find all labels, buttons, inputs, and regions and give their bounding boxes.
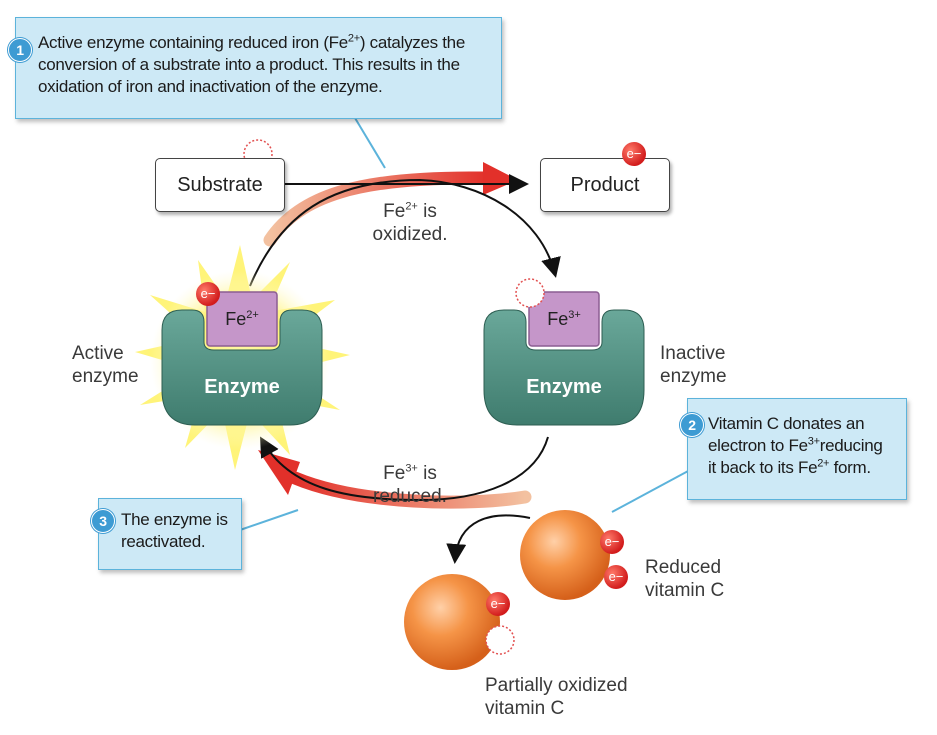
inactive-electron-vacancy <box>515 278 545 308</box>
vitamin-electron-vacancy <box>485 625 515 655</box>
cycle-arrow-top <box>249 178 561 287</box>
product-electron: e− <box>622 142 646 166</box>
step-3-badge: 3 <box>91 509 115 533</box>
active-enzyme-body <box>161 309 323 426</box>
oxidized-label: Fe2+ is oxidized. <box>372 200 448 245</box>
inactive-iron-label: Fe3+ <box>547 309 581 329</box>
reduced-label: Fe3+ is reduced. <box>373 462 447 507</box>
callout-2-pointer <box>611 469 691 513</box>
reduction-arrow-head <box>258 450 300 495</box>
vitamin-oxidation-arrow <box>446 514 531 564</box>
product-label: Product <box>570 174 640 196</box>
callout-step-3: 3 The enzyme is reactivated. <box>91 498 242 570</box>
callout-3-line-1: The enzyme is <box>121 510 228 529</box>
active-enzyme-electron: e− <box>196 282 220 306</box>
active-enzyme-label: Active enzyme <box>72 343 139 387</box>
callout-1-line-3: oxidation of iron and inactivation of th… <box>38 77 383 96</box>
active-iron-site <box>206 291 278 347</box>
inactive-enzyme-text: Enzyme <box>526 376 602 398</box>
callout-step-1: 1 Active enzyme containing reduced iron … <box>8 17 502 119</box>
step-2-badge: 2 <box>680 413 704 437</box>
callout-1-pointer <box>354 117 386 169</box>
inactive-iron-site <box>528 291 600 347</box>
substrate-label: Substrate <box>177 174 263 196</box>
cycle-arrow-bottom <box>260 436 549 502</box>
vitamin-electron-1: e− <box>600 530 624 554</box>
substrate-box: Substrate <box>155 158 285 212</box>
callout-3-line-2: reactivated. <box>121 532 206 551</box>
partial-vitamin-electron: e− <box>486 592 510 616</box>
inactive-enzyme-label: Inactive enzyme <box>660 343 727 387</box>
reduced-vitamin-label: Reduced vitamin C <box>645 557 725 601</box>
partial-vitamin-label: Partially oxidized vitamin C <box>485 675 628 719</box>
product-box: Product <box>540 158 670 212</box>
inactive-enzyme-body <box>483 309 645 426</box>
reduced-vitamin-c <box>520 510 610 600</box>
callout-2-line-1: Vitamin C donates an <box>708 414 865 433</box>
callout-step-2: 2 Vitamin C donates an electron to Fe3+r… <box>680 398 907 500</box>
active-iron-label: Fe2+ <box>225 309 259 329</box>
active-enzyme-text: Enzyme <box>204 376 280 398</box>
callout-2-line-2: electron to Fe3+reducing <box>708 435 883 455</box>
partially-oxidized-vitamin-c <box>404 574 500 670</box>
callout-1-line-1: Active enzyme containing reduced iron (F… <box>38 32 465 52</box>
callout-3-pointer <box>239 509 299 531</box>
vitamin-electron-2: e− <box>604 565 628 589</box>
step-1-badge: 1 <box>8 38 32 62</box>
oxidation-arrow-head <box>483 162 518 195</box>
callout-1-line-2: conversion of a substrate into a product… <box>38 55 460 74</box>
callout-2-line-3: it back to its Fe2+ form. <box>708 457 871 477</box>
